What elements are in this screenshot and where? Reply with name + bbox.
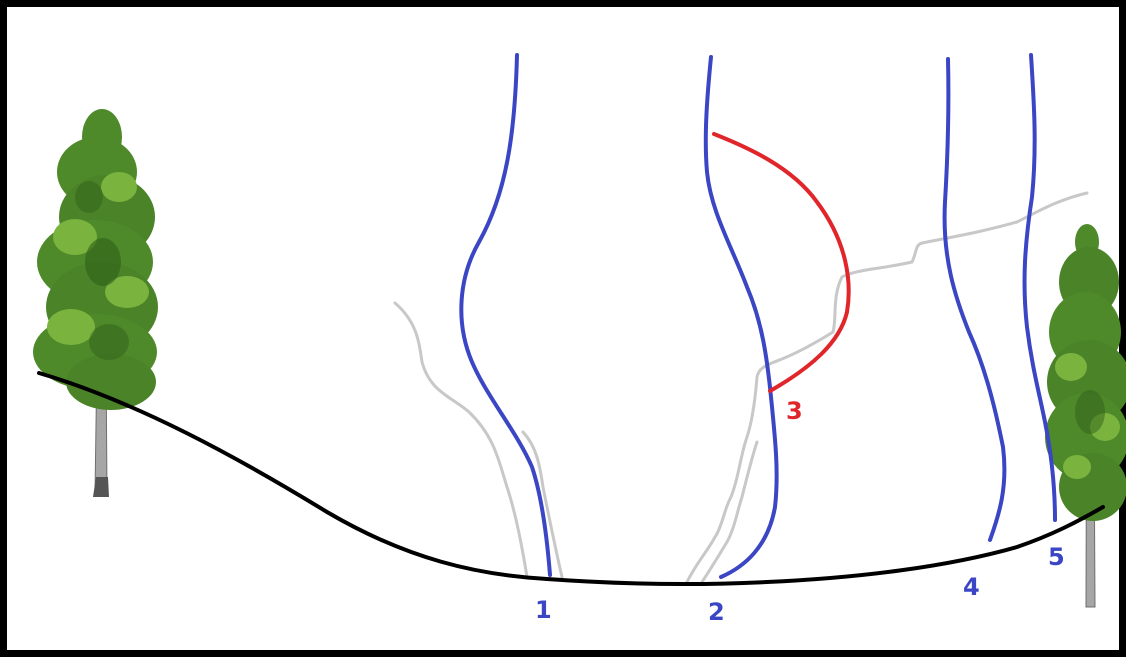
right-tree-foliage <box>1045 224 1126 521</box>
red-line-3 <box>712 132 851 393</box>
blue-line-4 <box>942 57 1007 542</box>
blue-lines <box>459 53 1057 579</box>
label-line-3: 3 <box>786 397 803 425</box>
label-line-5: 5 <box>1048 543 1065 571</box>
label-line-2: 2 <box>708 598 725 626</box>
left-tree-icon <box>33 109 158 497</box>
blue-line-1 <box>459 53 552 577</box>
gray-path-3 <box>685 191 1089 584</box>
left-tree-trunk-shadow <box>93 477 109 497</box>
label-line-1: 1 <box>535 596 552 624</box>
blue-line-2 <box>703 55 779 579</box>
gray-paths <box>393 191 1089 584</box>
gray-path-2 <box>521 430 564 579</box>
diagram-canvas: 1 2 3 4 5 <box>33 53 1126 626</box>
right-tree-icon <box>1045 224 1126 608</box>
blue-line-5 <box>1022 53 1057 522</box>
label-line-4: 4 <box>963 573 980 601</box>
ground-line <box>37 371 1105 587</box>
gray-path-1 <box>393 301 529 579</box>
gray-path-4 <box>700 440 759 584</box>
left-tree-foliage <box>33 109 158 410</box>
